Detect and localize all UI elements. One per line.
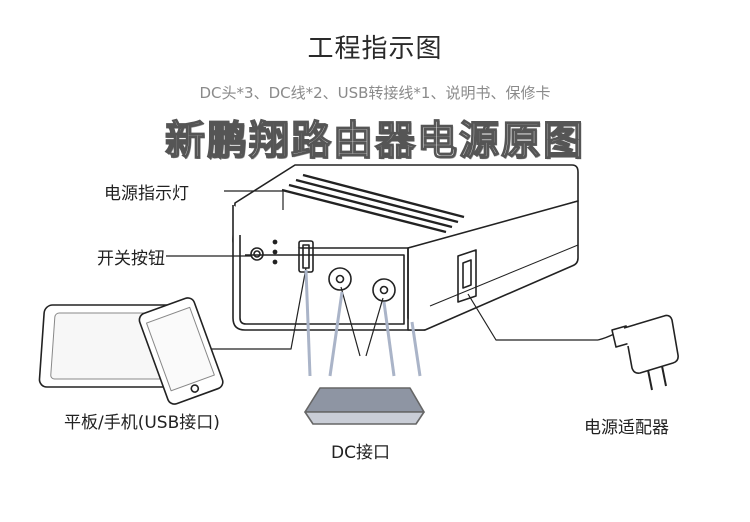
indicator-led: [272, 259, 278, 265]
dc-port-icon: [372, 278, 396, 302]
dc-port-icon: [328, 267, 352, 291]
label-power-button: 开关按钮: [97, 249, 165, 269]
power-adapter-icon: [597, 314, 679, 391]
power-button-icon: [250, 247, 264, 261]
indicator-led: [272, 239, 278, 245]
router-icon: [304, 387, 425, 425]
label-dc-port: DC接口: [331, 443, 390, 463]
accessory-list: DC头*3、DC线*2、USB转接线*1、说明书、保修卡: [199, 84, 551, 102]
label-tablet-phone: 平板/手机(USB接口): [64, 413, 220, 433]
side-dc-port-icon: [457, 249, 477, 303]
page-title: 工程指示图: [307, 34, 443, 64]
indicator-led: [272, 249, 278, 255]
phone-icon: [138, 297, 224, 405]
product-banner: 新鹏翔路由器电源原图: [164, 117, 585, 164]
label-power-adapter: 电源适配器: [584, 418, 669, 438]
label-power-indicator: 电源指示灯: [104, 184, 189, 204]
power-bank-device: [232, 164, 579, 331]
